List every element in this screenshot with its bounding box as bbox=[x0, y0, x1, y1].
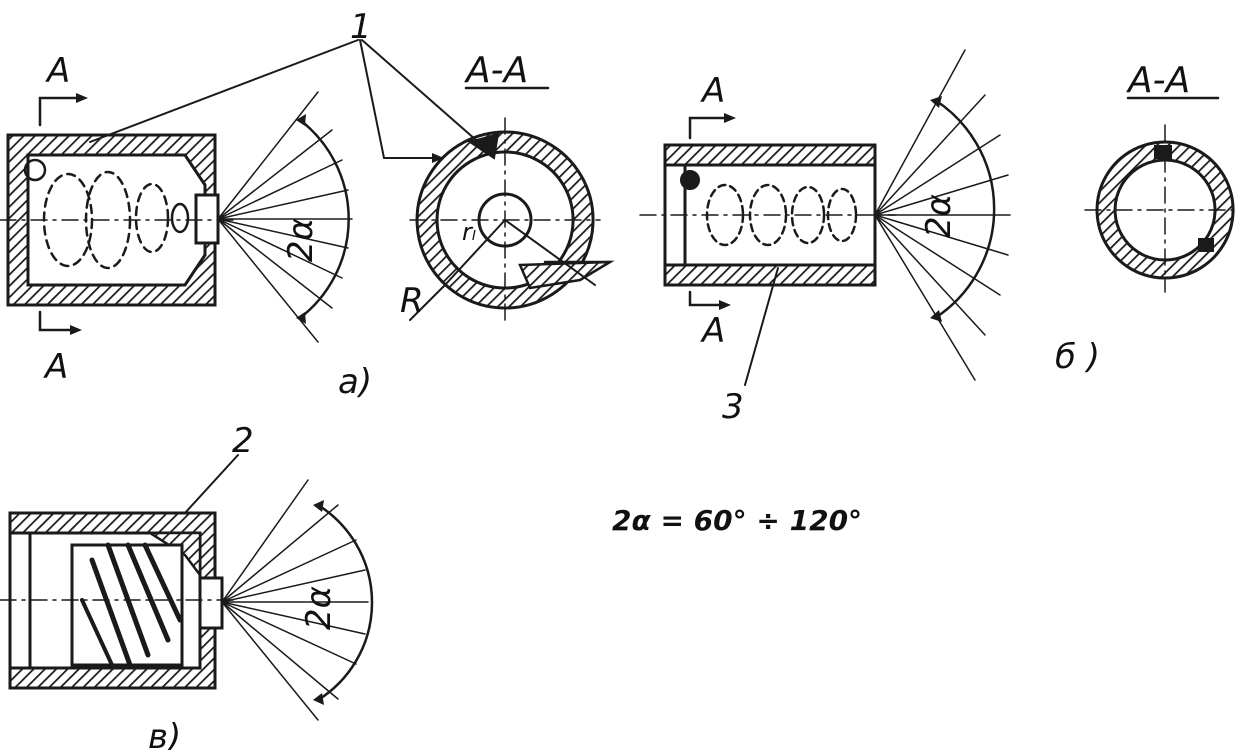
nozzle-b-body bbox=[639, 113, 896, 386]
leader-label-3: 3 bbox=[722, 387, 744, 427]
section-b-ring bbox=[1084, 96, 1238, 293]
nozzle-c-body bbox=[0, 454, 239, 690]
section-a-ring bbox=[383, 117, 615, 321]
section-mark-b-top: A bbox=[700, 71, 725, 111]
radius-r-label: rₗ bbox=[462, 218, 476, 246]
figure-label-c: в) bbox=[148, 717, 181, 750]
cone-angle-formula: 2α = 60° ÷ 120° bbox=[612, 504, 862, 537]
leader-label-2: 2 bbox=[232, 421, 254, 461]
nozzle-a-body bbox=[0, 93, 239, 335]
section-mark-b-bottom: A bbox=[700, 311, 725, 351]
leader-label-1: 1 bbox=[350, 7, 372, 47]
spray-cone-b bbox=[874, 49, 1011, 381]
section-title-b: A-A bbox=[1126, 60, 1190, 101]
angle-label-c: 2α bbox=[299, 586, 339, 630]
angle-label-a: 2α bbox=[281, 218, 321, 262]
figure-label-b: б ) bbox=[1055, 337, 1100, 377]
spray-cone-a bbox=[217, 91, 353, 343]
radius-R-label: R bbox=[400, 281, 424, 321]
figure-label-a: a) bbox=[338, 362, 372, 402]
angle-label-b: 2α bbox=[919, 194, 959, 238]
section-mark-a-top: A bbox=[45, 51, 70, 91]
section-mark-a-bottom: A bbox=[43, 347, 68, 387]
section-title-a: A-A bbox=[464, 50, 528, 91]
leader-1-lines bbox=[89, 39, 477, 159]
spray-cone-c bbox=[221, 479, 374, 721]
